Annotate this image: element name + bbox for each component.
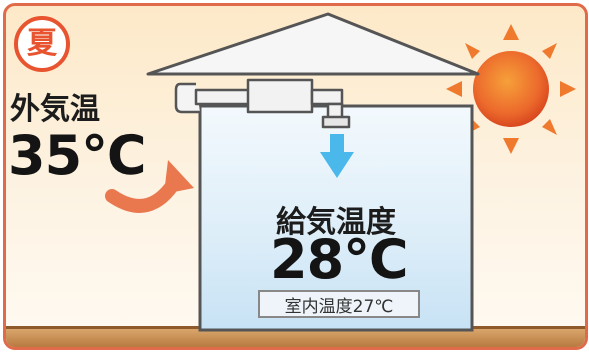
room-temp-label: 室内温度27℃ [258, 290, 420, 318]
supply-temp-value: 28℃ [270, 228, 409, 291]
curved-arrow-icon [105, 160, 194, 213]
outside-temp-label: 外気温 [10, 92, 100, 127]
supply-temp-label: 給気温度 [276, 205, 396, 240]
outside-temp-value: 35℃ [8, 124, 147, 187]
ventilation-duct-icon [174, 78, 351, 129]
season-badge: 夏 [14, 16, 70, 72]
house-roof [146, 12, 480, 76]
sun-icon [446, 24, 576, 154]
ground [6, 329, 585, 347]
room-temp-text: 室内温度27℃ [284, 296, 394, 317]
season-label: 夏 [27, 26, 57, 61]
down-arrow-icon [320, 134, 354, 178]
